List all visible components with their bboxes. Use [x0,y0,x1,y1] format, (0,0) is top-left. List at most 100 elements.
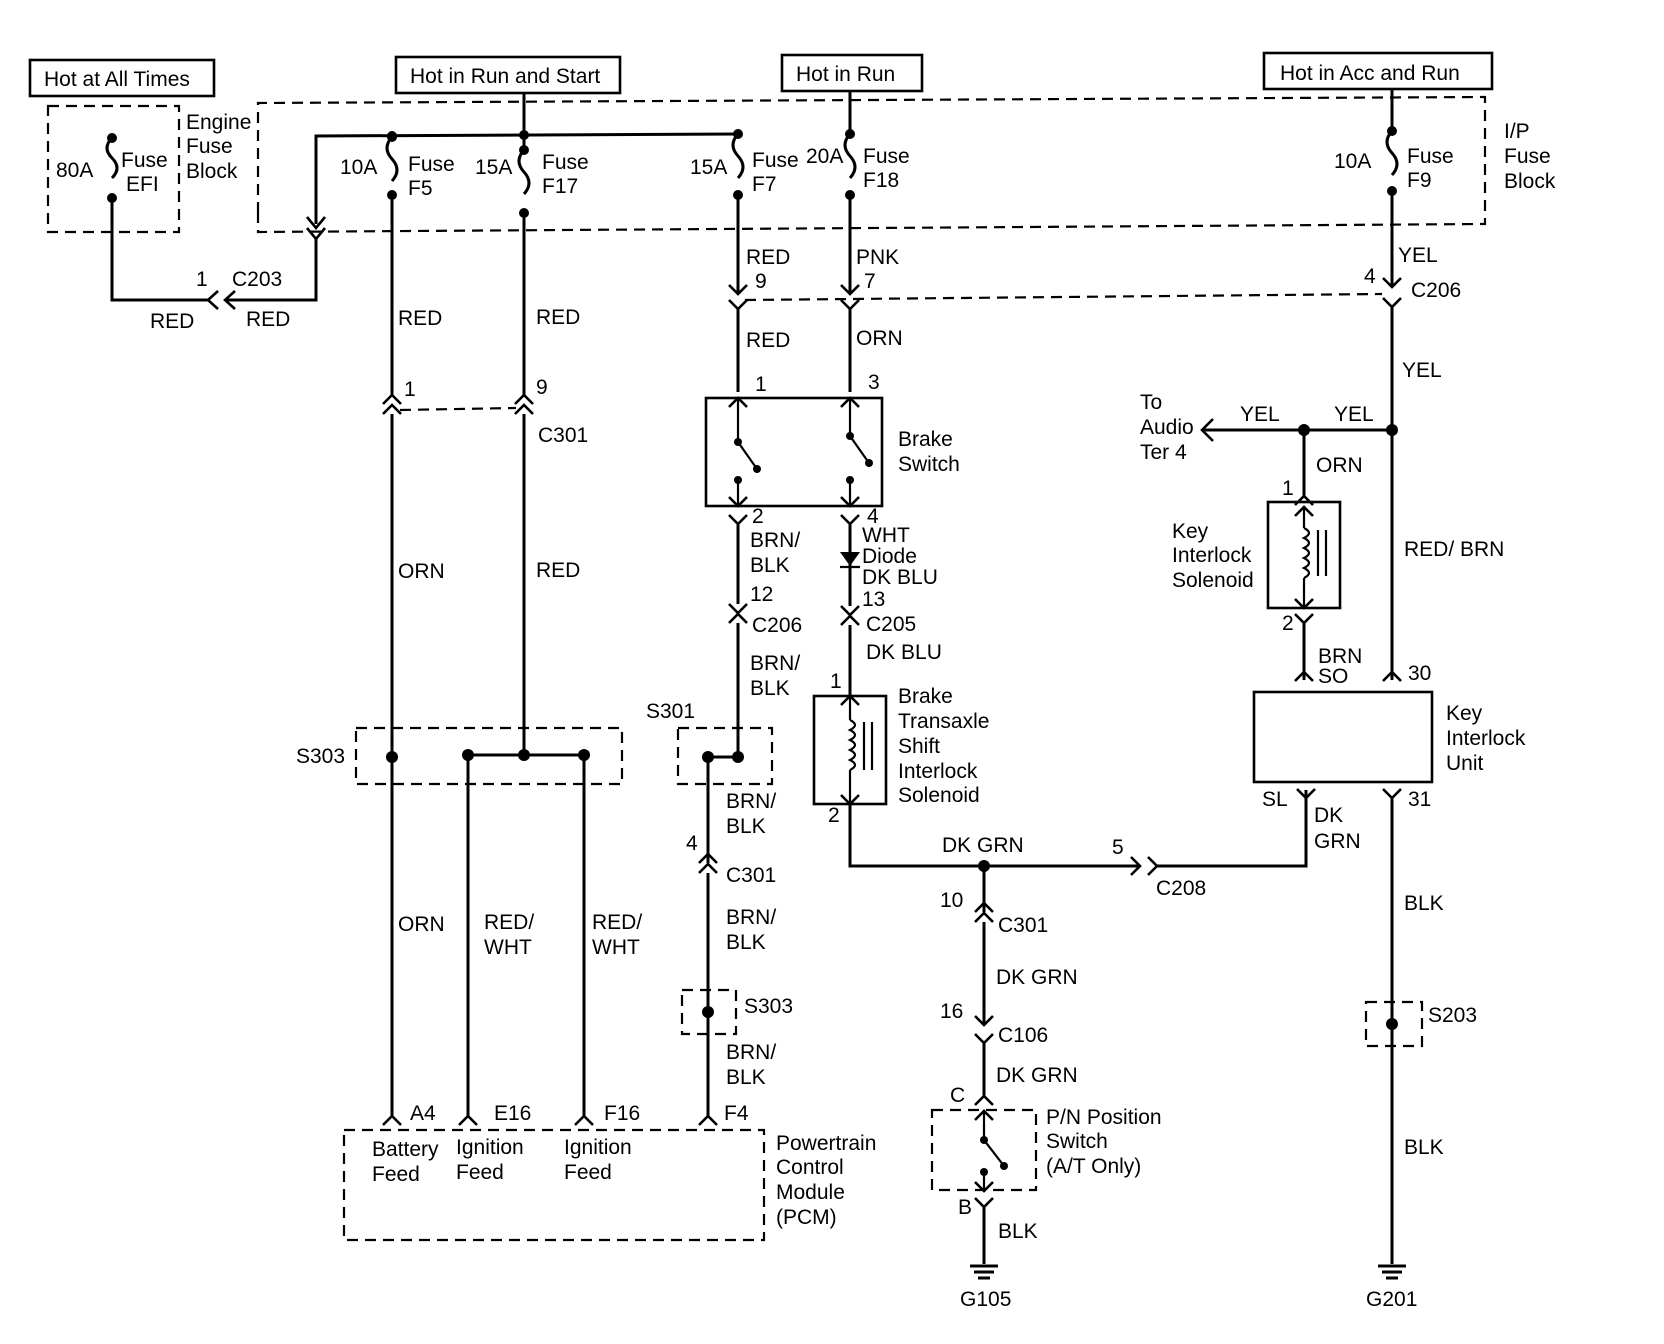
svg-text:1: 1 [755,373,767,396]
svg-text:Interlock: Interlock [1172,544,1252,567]
header-hot-in-run-label: Hot in Run [796,63,895,86]
svg-text:10A: 10A [1334,150,1371,173]
svg-text:ORN: ORN [398,560,445,583]
svg-text:BLK: BLK [750,554,790,577]
svg-text:ORN: ORN [856,327,903,350]
svg-text:BRN/: BRN/ [750,652,800,675]
svg-text:YEL: YEL [1334,403,1374,426]
ground-g201-icon [1378,1264,1406,1280]
svg-text:RED/ BRN: RED/ BRN [1404,538,1504,561]
ground-g105-icon [970,1264,998,1280]
svg-text:PNK: PNK [856,246,899,269]
brake-switch-label-2: Switch [898,453,960,476]
svg-text:Interlock: Interlock [1446,727,1526,750]
svg-text:BLK: BLK [750,677,790,700]
svg-text:C: C [950,1084,965,1107]
svg-text:5: 5 [1112,836,1124,859]
svg-text:BRN/: BRN/ [726,1041,776,1064]
svg-text:Ignition: Ignition [456,1136,524,1159]
svg-text:4: 4 [686,832,698,855]
ip-fuse-block-outline [256,95,1487,234]
svg-text:F9: F9 [1407,169,1432,192]
pcm-ignition-feed-1-label: Ignition Feed [456,1136,524,1184]
svg-text:F16: F16 [604,1102,640,1125]
key-interlock-solenoid [1266,500,1342,610]
svg-text:Unit: Unit [1446,752,1484,775]
svg-text:Fuse: Fuse [121,149,168,172]
ground-g105-label: G105 [960,1288,1011,1311]
svg-text:20A: 20A [806,145,843,168]
header-hot-at-all-times: Hot at All Times [28,58,216,98]
svg-text:10: 10 [940,889,963,912]
svg-text:Feed: Feed [372,1163,420,1186]
svg-text:Fuse: Fuse [542,151,589,174]
pcm-connector-pins [382,1114,718,1126]
header-hot-at-all-times-label: Hot at All Times [44,68,190,91]
svg-text:F18: F18 [863,169,899,192]
svg-text:S203: S203 [1428,1004,1477,1027]
svg-text:30: 30 [1408,662,1431,685]
pcm-ignition-feed-2-label: Ignition Feed [564,1136,632,1184]
svg-text:31: 31 [1408,788,1431,811]
svg-text:EFI: EFI [126,173,159,196]
svg-text:Fuse: Fuse [408,153,455,176]
fuse-f5: 10A Fuse F5 [340,132,455,200]
pn-position-switch [930,1108,1038,1193]
svg-text:Fuse: Fuse [1407,145,1454,168]
svg-text:DK BLU: DK BLU [862,566,938,589]
header-hot-in-acc-and-run: Hot in Acc and Run [1262,51,1494,91]
svg-text:A4: A4 [410,1102,436,1125]
svg-text:RED: RED [746,329,790,352]
fuse-f9: 10A Fuse F9 [1334,126,1454,196]
svg-text:1: 1 [830,670,842,693]
svg-text:2: 2 [752,505,764,528]
svg-text:Powertrain: Powertrain [776,1132,876,1155]
svg-text:2: 2 [1282,612,1294,635]
brake-switch [704,396,884,508]
svg-text:15A: 15A [475,156,512,179]
key-interlock-unit-label: Key Interlock Unit [1446,702,1526,775]
svg-text:Block: Block [1504,170,1556,193]
svg-text:Fuse: Fuse [863,145,910,168]
svg-text:Solenoid: Solenoid [1172,569,1254,592]
svg-text:Key: Key [1172,520,1209,543]
svg-text:Diode: Diode [862,545,917,568]
brake-transaxle-shift-interlock-solenoid [812,694,888,806]
svg-text:BLK: BLK [726,1066,766,1089]
svg-text:YEL: YEL [1240,403,1280,426]
svg-text:RED/: RED/ [592,911,642,934]
svg-text:Brake: Brake [898,685,953,708]
svg-text:Audio: Audio [1140,416,1194,439]
svg-text:Ignition: Ignition [564,1136,632,1159]
svg-text:ORN: ORN [398,913,445,936]
svg-text:BLK: BLK [1404,1136,1444,1159]
svg-text:1: 1 [404,378,416,401]
svg-text:DK BLU: DK BLU [866,641,942,664]
svg-text:Module: Module [776,1181,845,1204]
header-hot-in-run-and-start-label: Hot in Run and Start [410,65,600,88]
ground-g201-label: G201 [1366,1288,1417,1311]
svg-text:2: 2 [828,804,840,827]
svg-text:BRN: BRN [1318,645,1362,668]
svg-text:Battery: Battery [372,1138,439,1161]
ip-fuse-block-label: I/P Fuse Block [1504,120,1556,193]
svg-text:BRN/: BRN/ [750,529,800,552]
svg-text:RED/: RED/ [484,911,534,934]
svg-text:GRN: GRN [1314,830,1361,853]
svg-text:YEL: YEL [1398,244,1438,267]
svg-text:Transaxle: Transaxle [898,710,989,733]
svg-text:7: 7 [864,270,876,293]
svg-text:BRN/: BRN/ [726,790,776,813]
s303-splice-lower [680,988,738,1036]
svg-text:E16: E16 [494,1102,531,1125]
svg-text:16: 16 [940,1000,963,1023]
pn-switch-label: P/N Position Switch (A/T Only) [1046,1106,1162,1178]
svg-text:80A: 80A [56,159,93,182]
c301-label-lower: C301 [998,914,1048,937]
svg-text:4: 4 [1364,265,1376,288]
c208-label: C208 [1156,877,1206,900]
c206-label-upper: C206 [1411,279,1461,302]
pcm-label: Powertrain Control Module (PCM) [776,1132,876,1229]
svg-text:Block: Block [186,160,238,183]
svg-text:RED: RED [536,306,580,329]
